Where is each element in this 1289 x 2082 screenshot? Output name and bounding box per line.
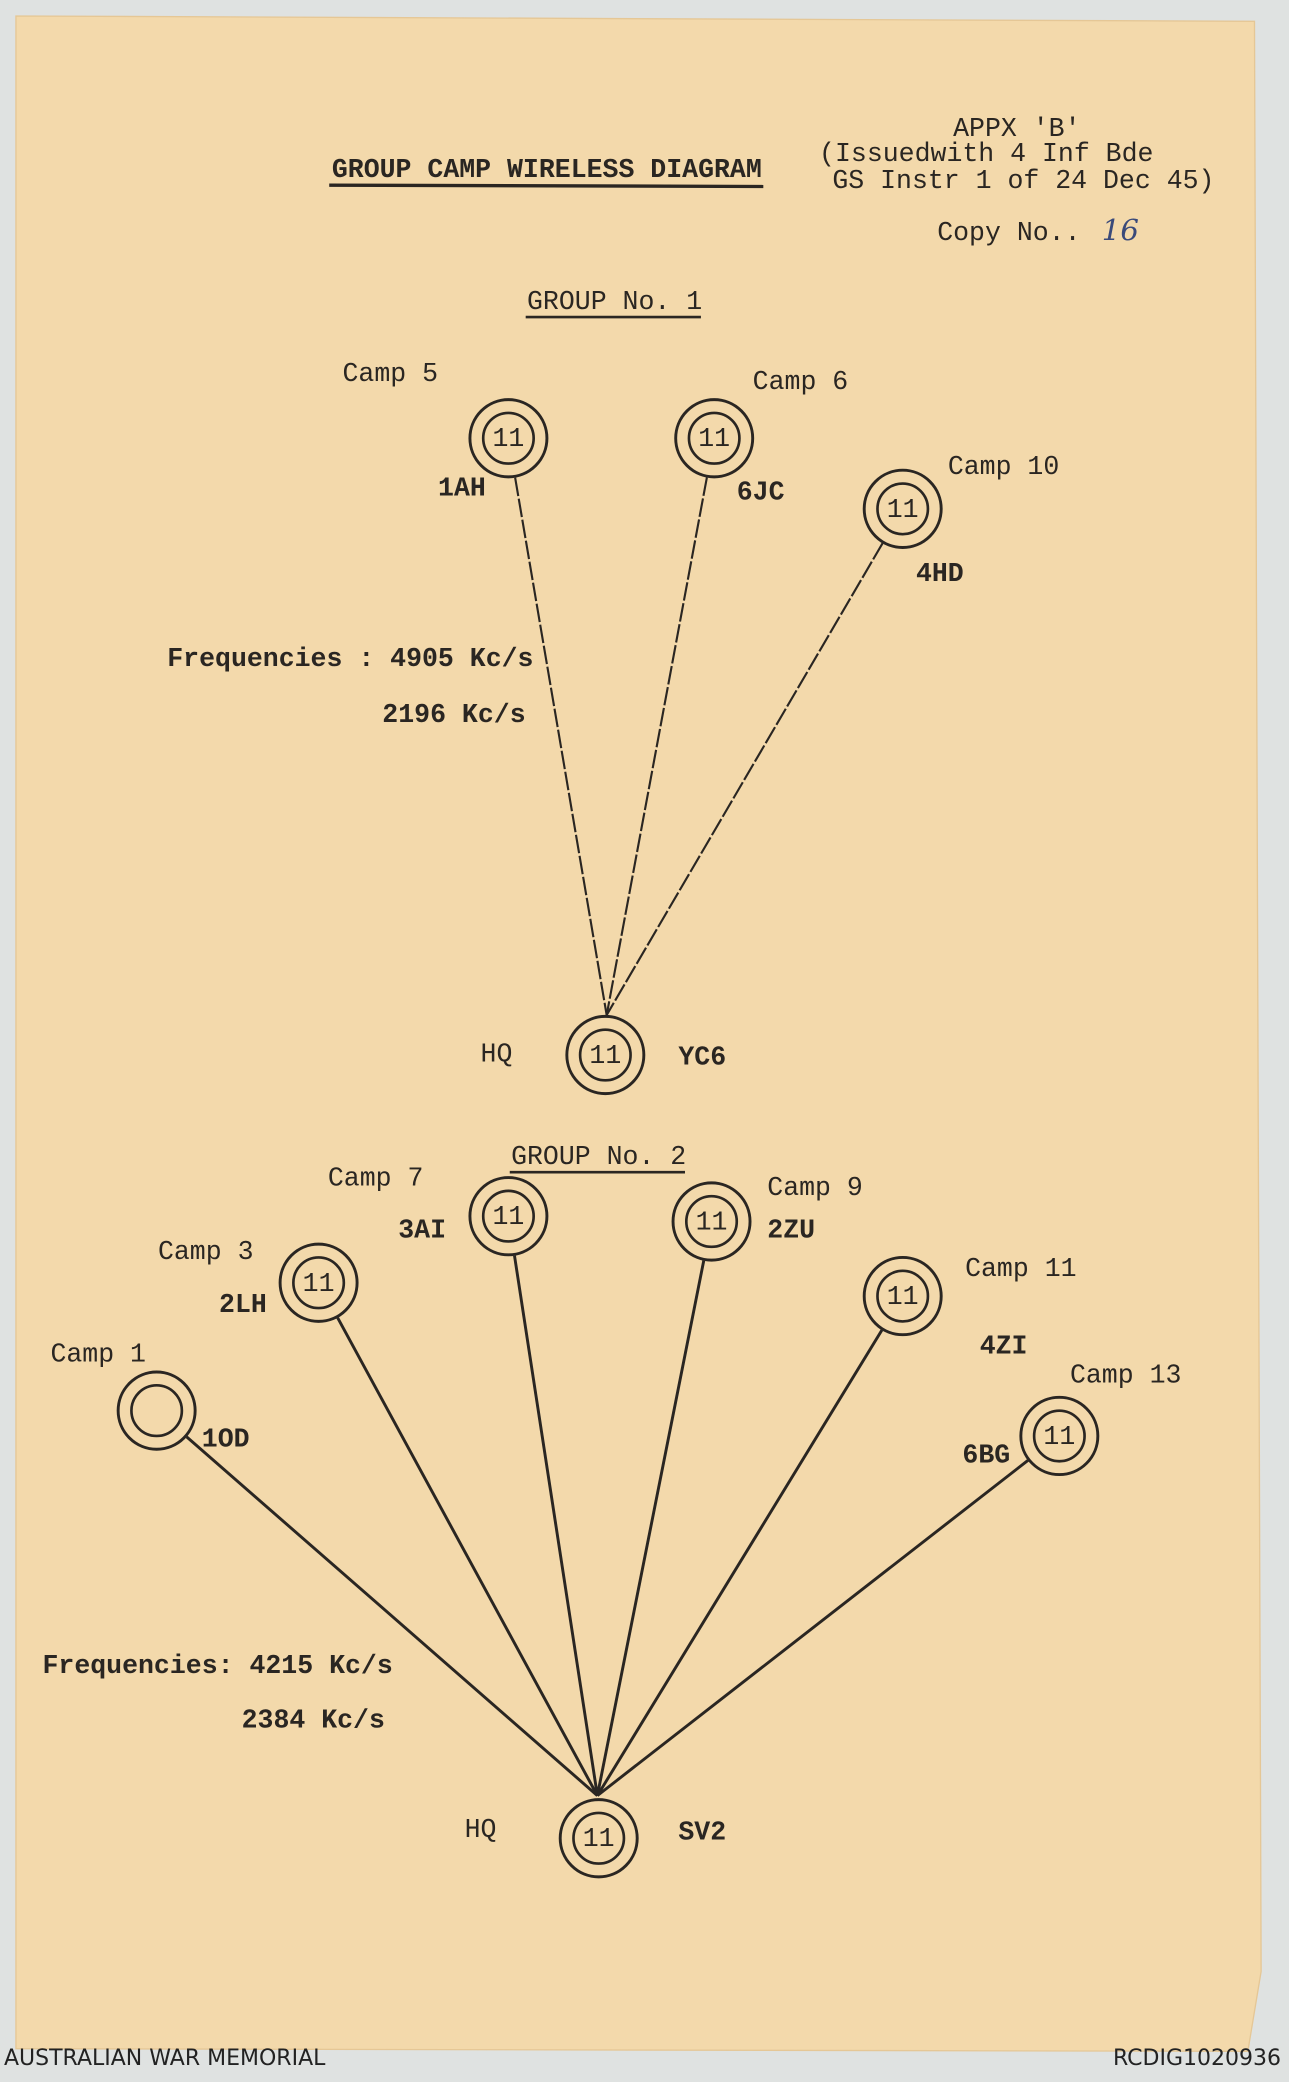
station-set-number: 11 [698, 424, 730, 454]
station-inner-circle [876, 1269, 930, 1323]
station-label: HQ [481, 1040, 513, 1070]
station-callsign: YC6 [678, 1042, 726, 1072]
station-inner-circle [687, 411, 741, 465]
station-outer-circle [1019, 1395, 1100, 1477]
station-camp-10: 11 Camp 10 4HD [862, 452, 1059, 589]
station-label: Camp 6 [753, 367, 849, 397]
station-callsign: 6BG [962, 1441, 1010, 1471]
station-label: Camp 3 [158, 1237, 254, 1267]
station-callsign: SV2 [678, 1818, 726, 1848]
station-callsign: 4HD [916, 559, 964, 589]
link-line-g1c6 [605, 477, 708, 1016]
station-camp-9: 11 Camp 9 2ZU [671, 1173, 863, 1262]
station-label: Camp 13 [1070, 1361, 1181, 1391]
document-title: GROUP CAMP WIRELESS DIAGRAM [332, 155, 762, 185]
station-camp-3: 11 Camp 3 2LH [158, 1237, 359, 1323]
station-inner-circle [292, 1256, 346, 1310]
station-inner-circle [876, 482, 930, 536]
station-callsign: 2ZU [767, 1215, 815, 1245]
link-line-g2c3 [336, 1317, 599, 1797]
station-outer-circle [116, 1370, 197, 1451]
station-set-number: 11 [887, 495, 919, 525]
station-label: HQ [465, 1815, 497, 1845]
station-inner-circle [1032, 1409, 1086, 1463]
station-outer-circle [468, 1176, 549, 1257]
station-set-number: 11 [303, 1269, 335, 1299]
group1-hq-station: 11 HQ YC6 [481, 1014, 726, 1096]
station-inner-circle [481, 411, 535, 465]
group2-frequencies: Frequencies: 4215 Kc/s [42, 1651, 392, 1681]
station-set-number: 11 [1043, 1422, 1075, 1452]
station-set-number: 11 [493, 1202, 525, 1232]
station-callsign: 4ZI [980, 1331, 1028, 1361]
station-outer-circle [278, 1242, 359, 1323]
station-inner-circle [572, 1811, 626, 1865]
footer-reference: RCDIG1020936 [1112, 2046, 1281, 2071]
station-camp-6: 11 Camp 6 6JC [674, 367, 849, 508]
station-label: Camp 1 [50, 1339, 146, 1369]
station-outer-circle [558, 1798, 639, 1879]
station-set-number: 11 [887, 1282, 919, 1312]
group2-hq-station: 11 HQ SV2 [465, 1798, 726, 1879]
station-outer-circle [674, 398, 755, 479]
issued-line-1: (Issuedwith 4 Inf Bde [819, 139, 1153, 169]
link-line-g2c11 [596, 1329, 884, 1797]
issued-line-2: GS Instr 1 of 24 Dec 45) [832, 166, 1214, 196]
station-inner-circle [130, 1384, 184, 1438]
station-camp-7: 11 Camp 7 3AI [328, 1163, 549, 1257]
station-camp-1: Camp 1 1OD [50, 1339, 249, 1454]
station-camp-11: 11 Camp 11 4ZI [862, 1254, 1077, 1361]
group1-frequencies: Frequencies : 4905 Kc/s [167, 644, 533, 674]
copy-label: Copy No.. [937, 218, 1080, 248]
station-set-number: 11 [696, 1207, 728, 1237]
station-label: Camp 7 [328, 1163, 424, 1193]
station-outer-circle [565, 1014, 646, 1096]
group2-title: GROUP No. 2 [511, 1142, 686, 1172]
station-label: Camp 11 [965, 1254, 1076, 1284]
station-outer-circle [468, 398, 549, 479]
copy-number-handwritten: 16 [1102, 213, 1139, 247]
link-line-g1c5 [514, 477, 608, 1016]
station-outer-circle [671, 1181, 752, 1262]
station-outer-circle [862, 1255, 943, 1337]
station-callsign: 1AH [438, 473, 486, 503]
group1-frequency-2: 2196 Kc/s [382, 700, 525, 730]
station-set-number: 11 [583, 1824, 615, 1854]
station-label: Camp 5 [342, 359, 438, 389]
group2-frequency-2: 2384 Kc/s [242, 1706, 385, 1736]
station-camp-5: 11 Camp 5 1AH [342, 359, 549, 504]
link-line-g1c10 [605, 542, 884, 1016]
station-callsign: 1OD [202, 1425, 250, 1455]
station-inner-circle [481, 1189, 535, 1243]
link-line-g2c1 [185, 1435, 599, 1797]
station-callsign: 3AI [398, 1215, 446, 1245]
footer-source: AUSTRALIAN WAR MEMORIAL [4, 2046, 326, 2071]
station-set-number: 11 [589, 1041, 621, 1071]
station-outer-circle [862, 468, 943, 549]
group1-title: GROUP No. 1 [527, 287, 702, 317]
station-camp-13: 11 Camp 13 6BG [962, 1361, 1181, 1477]
link-line-g2c7 [513, 1255, 599, 1796]
station-callsign: 6JC [737, 477, 785, 507]
appendix-label: APPX 'B' [953, 114, 1080, 144]
station-label: Camp 10 [948, 452, 1059, 482]
station-inner-circle [578, 1028, 632, 1082]
link-line-g2c13 [596, 1459, 1029, 1797]
title-underline [329, 183, 764, 189]
link-lines [185, 477, 1029, 1797]
station-callsign: 2LH [219, 1290, 267, 1320]
station-set-number: 11 [493, 424, 525, 454]
station-inner-circle [684, 1194, 739, 1249]
link-line-g2c9 [595, 1260, 706, 1796]
station-label: Camp 9 [767, 1173, 863, 1203]
